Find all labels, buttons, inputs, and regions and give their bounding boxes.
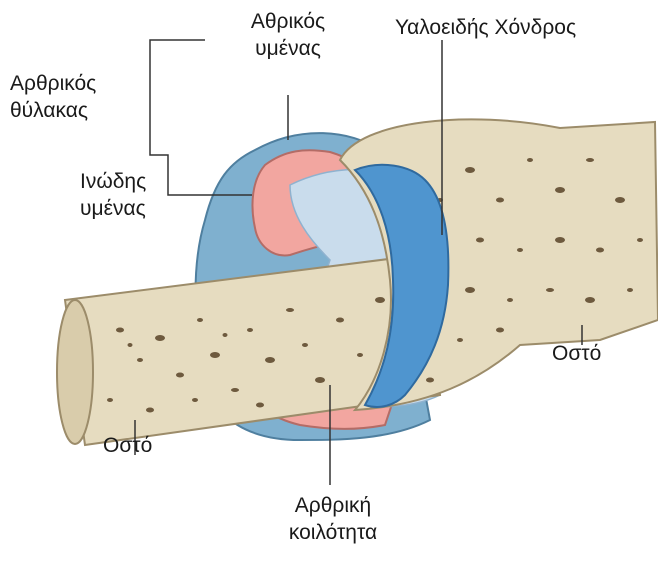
- right-bone: [340, 119, 658, 410]
- label-hyaline-cartilage: Υαλοειδής Χόνδρος: [395, 14, 576, 41]
- label-fibrous-membrane: Ινώδης υμένας: [80, 168, 146, 222]
- leader-joint-capsule: [150, 40, 205, 100]
- label-joint-capsule: Αρθρικός θύλακας: [10, 70, 96, 124]
- label-bone-right: Οστό: [552, 340, 601, 367]
- label-joint-cavity: Αρθρική κοιλότητα: [258, 492, 408, 546]
- label-synovial-membrane: Αθρικός υμένας: [218, 8, 358, 62]
- label-bone-left: Οστό: [103, 432, 152, 459]
